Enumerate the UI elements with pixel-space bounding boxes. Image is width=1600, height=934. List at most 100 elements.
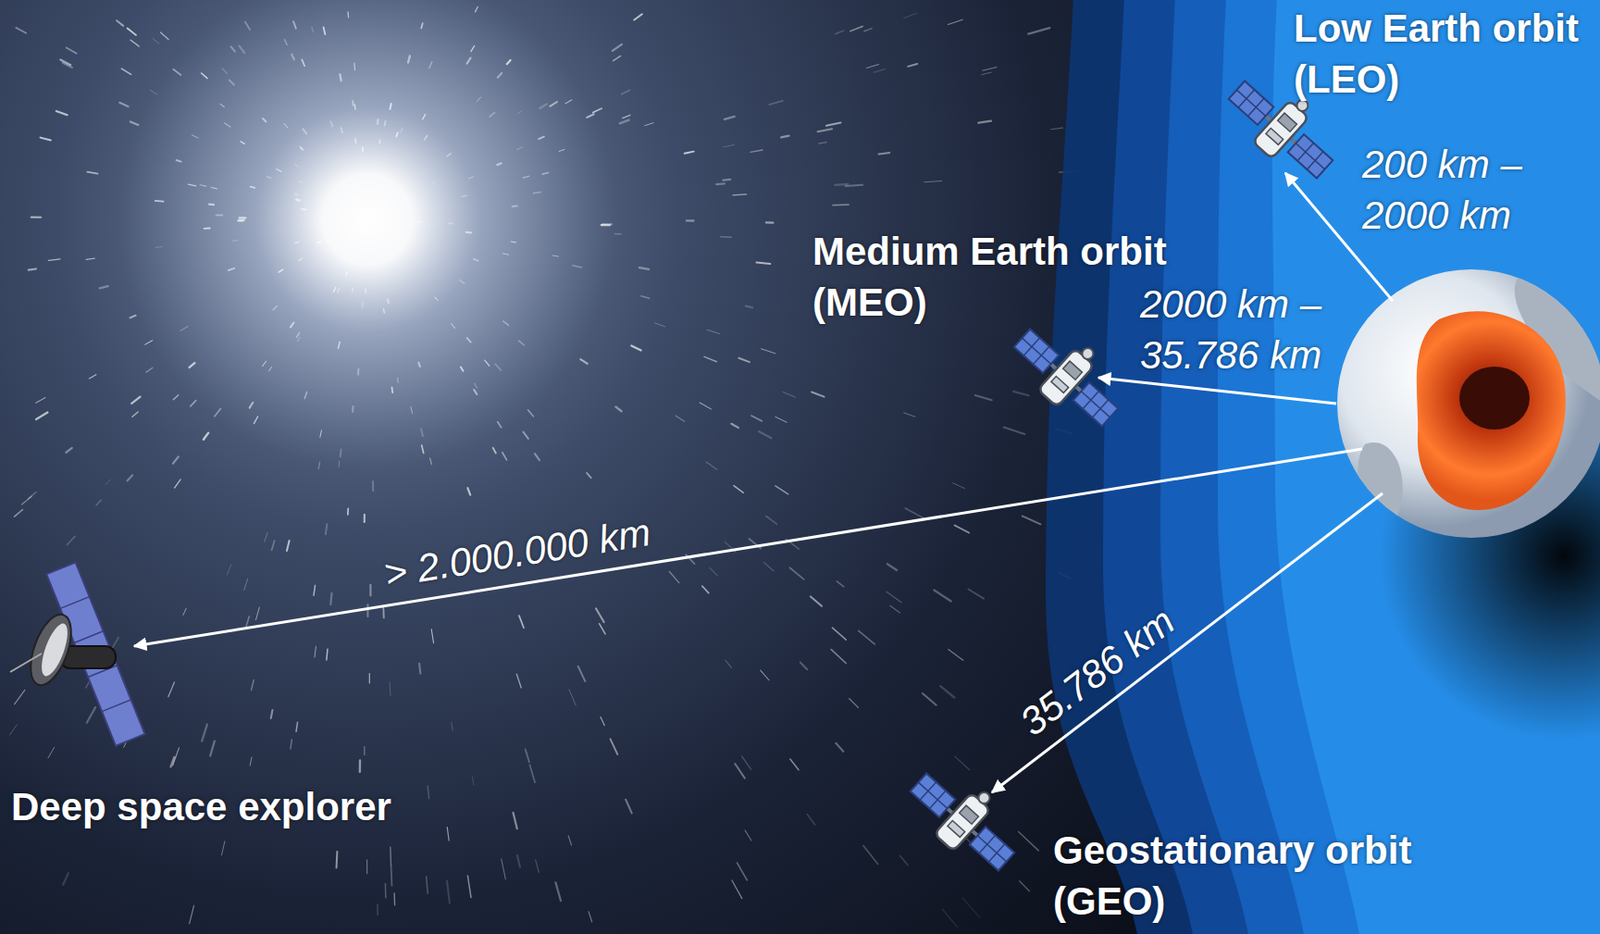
star-streak: [330, 593, 332, 605]
star-streak: [982, 67, 997, 72]
star-streak: [975, 395, 993, 400]
star-streak: [568, 835, 571, 845]
star-streak: [290, 739, 292, 749]
star-streak: [832, 203, 849, 206]
star-streak: [1018, 831, 1040, 851]
star-streak: [174, 479, 182, 488]
star-streak: [905, 508, 924, 519]
antenna-feed: [10, 653, 42, 672]
star-streak: [684, 151, 695, 154]
star-streak: [1004, 427, 1026, 435]
star-streak: [720, 235, 732, 238]
star-streak: [244, 578, 249, 590]
star-streak: [146, 367, 153, 373]
star-streak: [836, 581, 844, 587]
star-streak: [367, 604, 370, 617]
star-streak: [734, 763, 745, 779]
satellite-icon: [1003, 310, 1136, 438]
star-streak: [768, 100, 783, 105]
star-streak: [347, 508, 349, 514]
star-streak: [359, 760, 362, 772]
star-streak: [27, 492, 37, 499]
star-streak: [525, 748, 530, 762]
star-streak: [940, 685, 955, 697]
star-streak: [704, 356, 717, 361]
antenna-dish: [22, 608, 79, 690]
star-streak: [1051, 127, 1064, 130]
orbit-name: Geostationary orbit (GEO): [1053, 825, 1424, 927]
satellite-icon: [899, 754, 1032, 882]
star-streak: [633, 13, 642, 20]
star-streak: [363, 514, 366, 522]
star-streak: [675, 415, 685, 422]
star-streak: [393, 893, 396, 906]
star-streak: [655, 322, 666, 327]
star-streak: [879, 152, 891, 154]
star-streak: [595, 607, 605, 622]
star-streak: [10, 724, 18, 735]
star-streak: [251, 680, 255, 691]
star-streak: [376, 904, 378, 916]
star-streak: [886, 591, 902, 603]
star-streak: [775, 485, 789, 495]
magnetosphere-band: [1160, 0, 1600, 934]
star-streak: [742, 756, 752, 769]
star-streak: [369, 672, 371, 683]
star-streak: [766, 515, 778, 524]
star-streak: [13, 508, 23, 517]
star-streak: [790, 758, 799, 770]
star-streak: [716, 182, 725, 186]
star-streak: [221, 841, 224, 856]
star-streak: [586, 472, 591, 478]
star-streak: [745, 306, 753, 309]
distance-label: > 2.000.000 km: [380, 507, 655, 600]
star-streak: [818, 128, 833, 132]
star-streak: [67, 535, 76, 545]
star-streak: [427, 785, 429, 799]
star-streak: [14, 689, 25, 705]
star-streak: [389, 682, 392, 695]
star-streak: [130, 315, 137, 318]
star-streak: [121, 68, 131, 75]
star-streak: [190, 400, 197, 407]
star-streak: [535, 859, 540, 873]
star-streak: [588, 911, 593, 922]
star-streak: [246, 616, 249, 627]
star-streak: [36, 411, 48, 419]
star-streak: [578, 666, 586, 682]
star-streak: [580, 359, 587, 364]
star-streak: [593, 108, 602, 112]
star-streak: [173, 456, 179, 463]
star-streak: [639, 267, 649, 270]
star-streak: [168, 682, 175, 697]
star-streak: [733, 485, 744, 494]
star-streak: [65, 447, 72, 453]
star-streak: [210, 740, 215, 756]
earth-core: [1416, 310, 1566, 510]
star-streak: [431, 629, 434, 644]
star-streak: [1019, 880, 1030, 892]
star-streak: [622, 114, 631, 118]
star-streak: [555, 881, 561, 901]
star-streak: [296, 721, 298, 732]
star-streak: [800, 662, 807, 670]
star-streak: [286, 540, 290, 551]
star-streak: [201, 724, 208, 742]
star-streak: [702, 585, 709, 594]
star-streak: [86, 172, 98, 174]
star-streak: [962, 897, 980, 918]
star-streak: [119, 102, 128, 107]
star-streak: [366, 859, 368, 874]
star-streak: [731, 423, 739, 428]
star-streak: [625, 799, 632, 814]
star-streak: [271, 709, 273, 719]
star-streak: [863, 845, 879, 865]
star-streak: [924, 180, 943, 182]
star-streak: [226, 564, 231, 575]
star-streak: [610, 738, 619, 755]
star-streak: [1022, 515, 1042, 524]
star-streak: [527, 409, 534, 417]
star-streak: [758, 431, 771, 438]
star-streak: [887, 563, 897, 571]
